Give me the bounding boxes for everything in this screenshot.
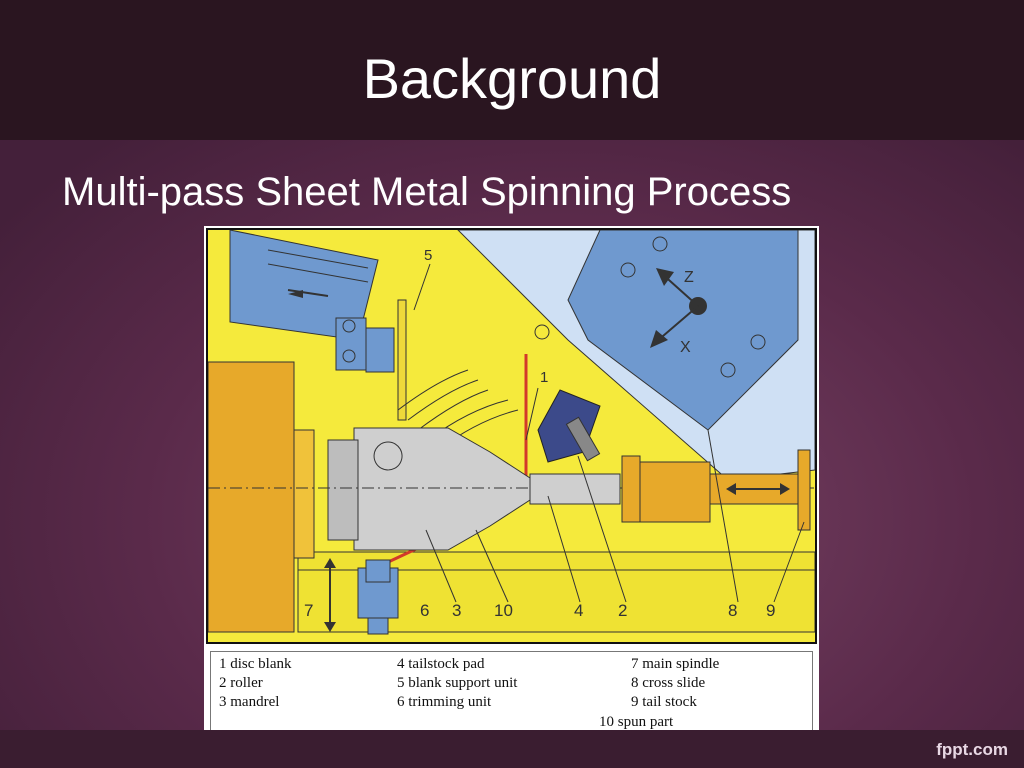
callout-10: 10 (494, 601, 513, 620)
brand-watermark: fppt.com (936, 740, 1008, 759)
callout-7: 7 (304, 601, 313, 620)
tail-stock (639, 461, 711, 523)
legend-item: 8 cross slide (631, 675, 706, 691)
legend-item: 10 spun part (599, 714, 674, 730)
slide-subtitle: Multi-pass Sheet Metal Spinning Process (62, 170, 792, 214)
tailstock-pad (529, 473, 621, 505)
callout-4: 4 (574, 601, 583, 620)
spinning-process-figure: Z X (204, 226, 819, 740)
legend-item: 1 disc blank (219, 656, 292, 672)
callout-5: 5 (424, 247, 432, 264)
legend-item: 4 tailstock pad (397, 656, 485, 672)
callout-2: 2 (618, 601, 627, 620)
legend-item: 7 main spindle (631, 656, 720, 672)
legend-item: 2 roller (219, 675, 263, 691)
machine-diagram-svg: Z X (207, 229, 816, 642)
headstock (207, 361, 295, 633)
machine-diagram: Z X (206, 228, 817, 644)
callout-6: 6 (420, 601, 429, 620)
callout-3: 3 (452, 601, 461, 620)
legend-item: 3 mandrel (219, 694, 280, 710)
callout-9: 9 (766, 601, 775, 620)
x-axis-label: X (680, 339, 691, 356)
callout-1: 1 (540, 369, 548, 386)
slide-title: Background (362, 47, 662, 110)
legend-item: 5 blank support unit (397, 675, 518, 691)
footer-bar (0, 730, 1024, 768)
z-axis-label: Z (684, 269, 694, 286)
legend-item: 9 tail stock (631, 694, 697, 710)
title-bar (0, 0, 1024, 140)
legend-item: 6 trimming unit (397, 694, 492, 710)
legend-table: 1 disc blank 2 roller 3 mandrel 4 tailst… (210, 651, 813, 736)
callout-8: 8 (728, 601, 737, 620)
